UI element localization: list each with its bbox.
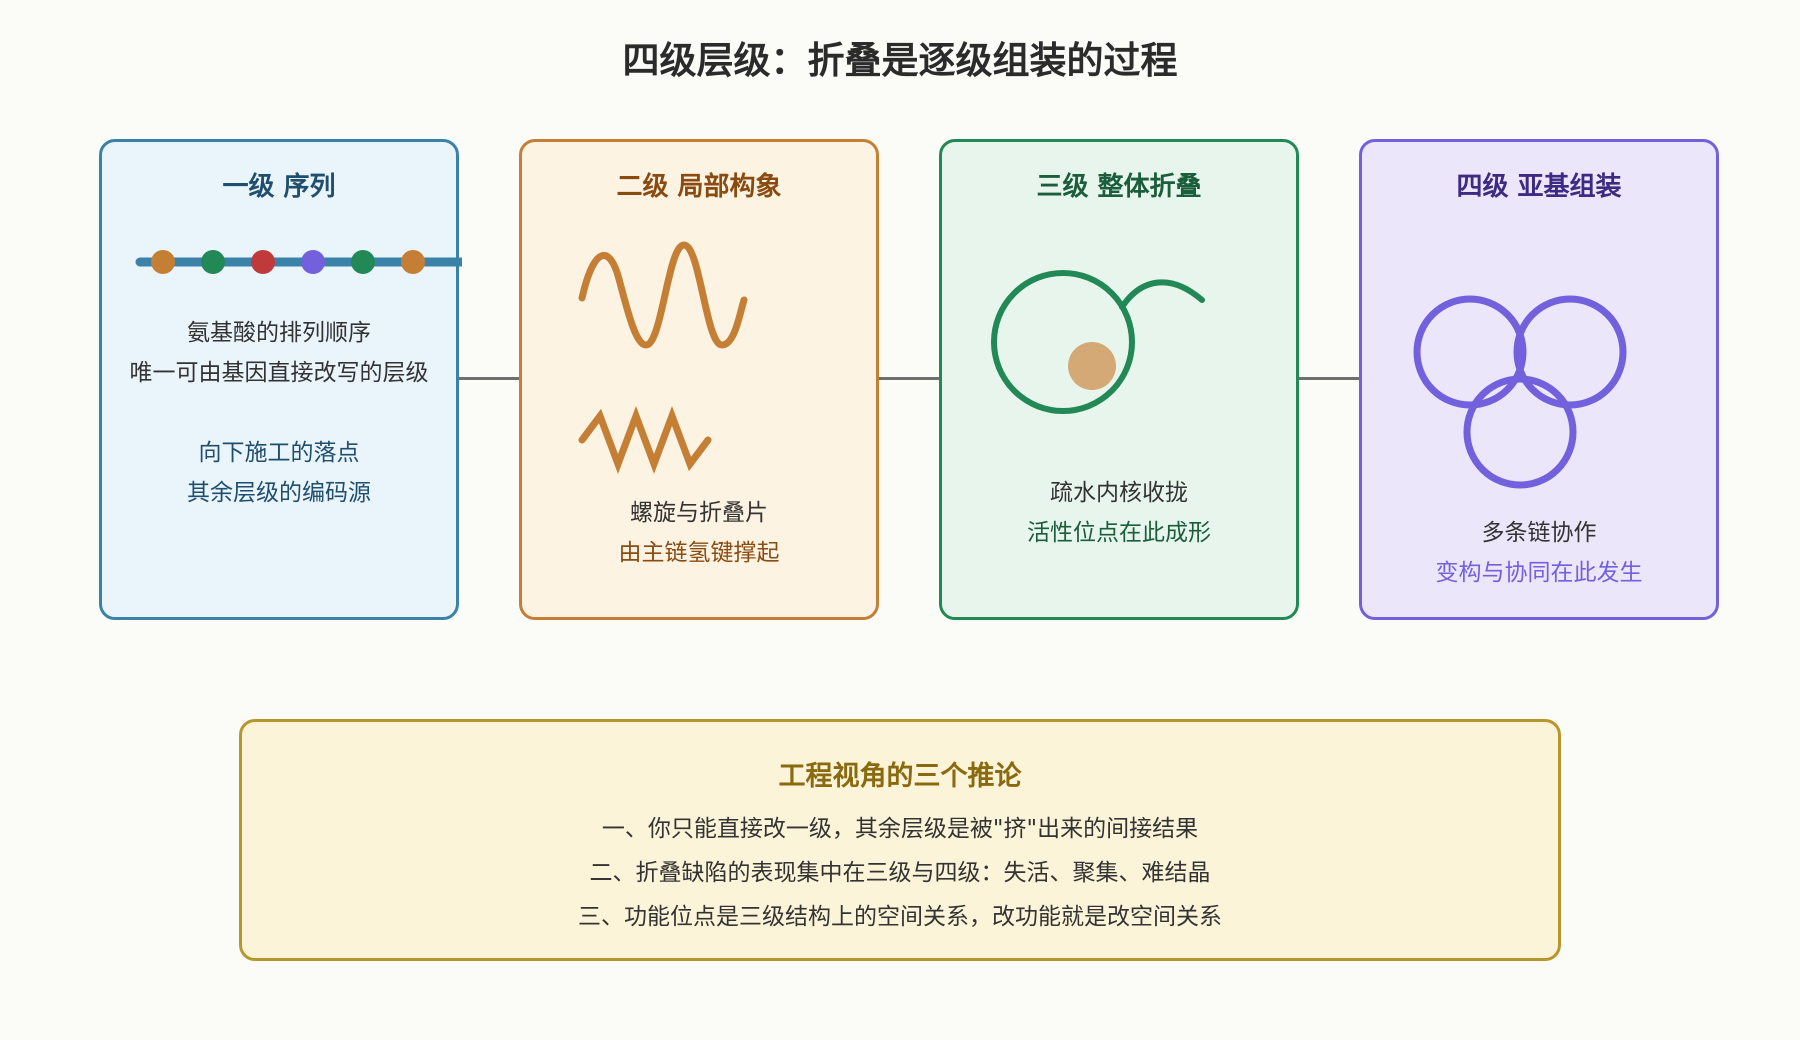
level-1-heading: 一级 序列	[222, 172, 336, 202]
level-1-desc-2: 唯一可由基因直接改写的层级	[129, 360, 429, 386]
summary-point-2: 二、折叠缺陷的表现集中在三级与四级：失活、聚集、难结晶	[589, 860, 1211, 886]
subunit-circle	[1413, 295, 1527, 409]
summary-title: 工程视角的三个推论	[778, 761, 1022, 792]
level-3-heading: 三级 整体折叠	[1036, 172, 1202, 202]
level-4-card: 四级 亚基组装 多条链协作 变构与协同在此发生	[1359, 139, 1719, 620]
amino-acid-bead	[151, 250, 175, 274]
level-2-heading: 二级 局部构象	[616, 172, 782, 202]
amino-acid-bead	[251, 250, 275, 274]
subunit-circle	[1463, 375, 1577, 489]
secondary-structure-illustration	[578, 241, 748, 474]
level-1-desc-4: 其余层级的编码源	[187, 480, 371, 506]
connector-2-3	[879, 377, 939, 380]
level-2-card: 二级 局部构象 螺旋与折叠片 由主链氢键撑起	[519, 139, 879, 620]
sheet-zigzag	[578, 406, 712, 474]
level-4-desc-1: 多条链协作	[1481, 520, 1597, 546]
active-site-dot	[1068, 342, 1116, 390]
quaternary-assembly-illustration	[1413, 295, 1627, 489]
amino-acid-bead	[301, 250, 325, 274]
level-1-card: 一级 序列 氨基酸的排列顺序 唯一可由基因直接改写的层级 向下施工的落点 其余层…	[99, 139, 462, 620]
helix-wave	[578, 241, 748, 349]
chain-tail	[1119, 279, 1205, 310]
summary-point-1: 一、你只能直接改一级，其余层级是被"挤"出来的间接结果	[601, 816, 1199, 842]
amino-acid-bead	[401, 250, 425, 274]
amino-acid-bead	[351, 250, 375, 274]
page-title: 四级层级：折叠是逐级组装的过程	[622, 39, 1178, 82]
summary-point-3: 三、功能位点是三级结构上的空间关系，改功能就是改空间关系	[578, 904, 1222, 930]
connector-3-4	[1299, 377, 1359, 380]
level-1-desc-1: 氨基酸的排列顺序	[187, 320, 371, 346]
sequence-chain-illustration	[135, 250, 462, 274]
level-2-desc-2: 由主链氢键撑起	[618, 540, 780, 566]
tertiary-fold-illustration	[991, 270, 1205, 414]
level-4-heading: 四级 亚基组装	[1456, 172, 1622, 202]
level-4-desc-2: 变构与协同在此发生	[1435, 560, 1643, 586]
amino-acid-bead	[201, 250, 225, 274]
level-1-desc-3: 向下施工的落点	[198, 440, 360, 466]
level-3-desc-1: 疏水内核收拢	[1050, 480, 1188, 506]
level-3-card: 三级 整体折叠 疏水内核收拢 活性位点在此成形	[939, 139, 1299, 620]
level-3-desc-2: 活性位点在此成形	[1027, 520, 1211, 546]
subunit-circle	[1513, 295, 1627, 409]
summary-box: 工程视角的三个推论 一、你只能直接改一级，其余层级是被"挤"出来的间接结果 二、…	[239, 719, 1561, 961]
folded-domain-circle	[991, 270, 1135, 414]
level-2-desc-1: 螺旋与折叠片	[630, 500, 768, 526]
connector-1-2	[459, 377, 519, 380]
